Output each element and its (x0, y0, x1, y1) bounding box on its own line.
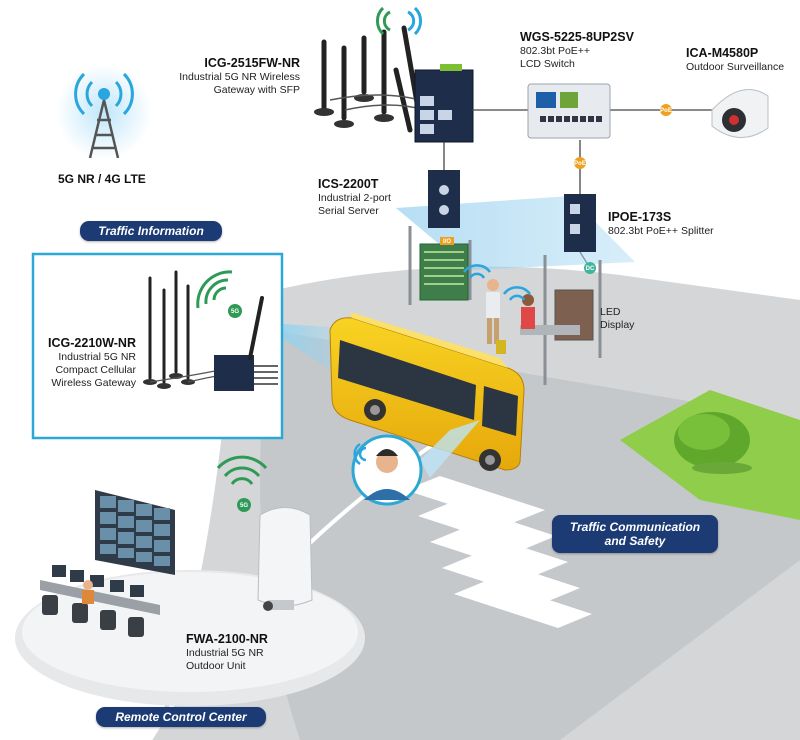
five-g-badge-text-2: 5G (240, 503, 248, 509)
icg-2210-line1: Industrial 5G NR (58, 351, 136, 363)
ipoe-label: IPOE-173S 802.3bt PoE++ Splitter (608, 210, 714, 238)
operator-desks (40, 565, 160, 637)
ica-model: ICA-M4580P (686, 46, 759, 60)
driver-beam (420, 420, 480, 478)
fwa-label: FWA-2100-NR Industrial 5G NR Outdoor Uni… (186, 632, 268, 673)
wgs-label: WGS-5225-8UP2SV 802.3bt PoE++ LCD Switch (520, 30, 634, 71)
poe-badge-2 (574, 157, 586, 169)
ics-model: ICS-2200T (318, 177, 379, 191)
icg-2210-model: ICG-2210W-NR (48, 336, 136, 350)
led-line2: Display (600, 319, 635, 331)
traffic-communication-pill: Traffic Communication and Safety (552, 515, 718, 553)
remote-control-center-text: Remote Control Center (115, 710, 247, 724)
led-display-label: LED Display (600, 306, 634, 332)
traffic-information-text: Traffic Information (98, 224, 204, 238)
tower-label-text: 5G NR / 4G LTE (58, 172, 146, 186)
inset-beam (282, 324, 345, 380)
ics-label: ICS-2200T Industrial 2-port Serial Serve… (318, 177, 391, 218)
waiting-people (462, 264, 535, 354)
poe-badge-1 (660, 104, 672, 116)
icg-2515-device (314, 6, 474, 143)
ica-line1: Outdoor Surveillance (686, 61, 785, 73)
five-g-badge-2 (237, 498, 251, 512)
wifi-icon (462, 264, 532, 301)
wgs-line1: 802.3bt PoE++ (520, 45, 591, 57)
poe-badge-text-2: PoE (574, 161, 586, 167)
wgs-line2: LCD Switch (520, 58, 575, 70)
fwa-line1: Industrial 5G NR (186, 647, 264, 659)
video-wall (95, 490, 175, 575)
ics-line1: Industrial 2-port (318, 192, 391, 204)
ica-camera-device (711, 89, 769, 138)
five-g-badge-text-1: 5G (231, 309, 239, 315)
ics-device (428, 170, 460, 228)
icg-2515-model: ICG-2515FW-NR (204, 56, 300, 70)
icg-2210-line3: Wireless Gateway (51, 377, 136, 389)
ipoe-model: IPOE-173S (608, 210, 672, 224)
tower-label: 5G NR / 4G LTE (58, 173, 146, 186)
remote-control-center-pill: Remote Control Center (96, 707, 266, 727)
tree (674, 412, 752, 474)
icg-2210-inset-panel (31, 252, 284, 440)
led-line1: LED (600, 306, 621, 318)
wifi-icon (376, 6, 422, 36)
dc-badge-text: DC (586, 266, 595, 272)
icg-2515-line1: Industrial 5G NR Wireless (179, 71, 300, 83)
poe-badge-text-1: PoE (660, 108, 672, 114)
wgs-switch-device (527, 83, 611, 139)
traffic-information-pill: Traffic Information (80, 221, 222, 241)
icg-2210-label: ICG-2210W-NR Industrial 5G NR Compact Ce… (30, 336, 136, 390)
ica-label: ICA-M4580P Outdoor Surveillance (686, 46, 784, 74)
driver-avatar (351, 434, 423, 506)
io-badge-text: I/O (443, 239, 451, 245)
five-g-badge-1 (228, 304, 242, 318)
fwa-model: FWA-2100-NR (186, 632, 268, 646)
crosswalk (405, 476, 592, 628)
fwa-device (257, 507, 313, 611)
ipoe-device (564, 194, 596, 274)
traffic-communication-line1: Traffic Communication (569, 520, 701, 534)
bus (329, 312, 525, 471)
icg-2515-line2: Gateway with SFP (213, 84, 300, 96)
icg-2210-line2: Compact Cellular (55, 364, 136, 376)
traffic-communication-line2: and Safety (604, 534, 666, 548)
icg-2515-label: ICG-2515FW-NR Industrial 5G NR Wireless … (150, 56, 300, 97)
cell-tower (56, 64, 152, 160)
wifi-icon (196, 270, 233, 309)
ics-line2: Serial Server (318, 205, 379, 217)
ipoe-line1: 802.3bt PoE++ Splitter (608, 225, 714, 237)
wgs-model: WGS-5225-8UP2SV (520, 30, 634, 44)
fwa-line2: Outdoor Unit (186, 660, 246, 672)
